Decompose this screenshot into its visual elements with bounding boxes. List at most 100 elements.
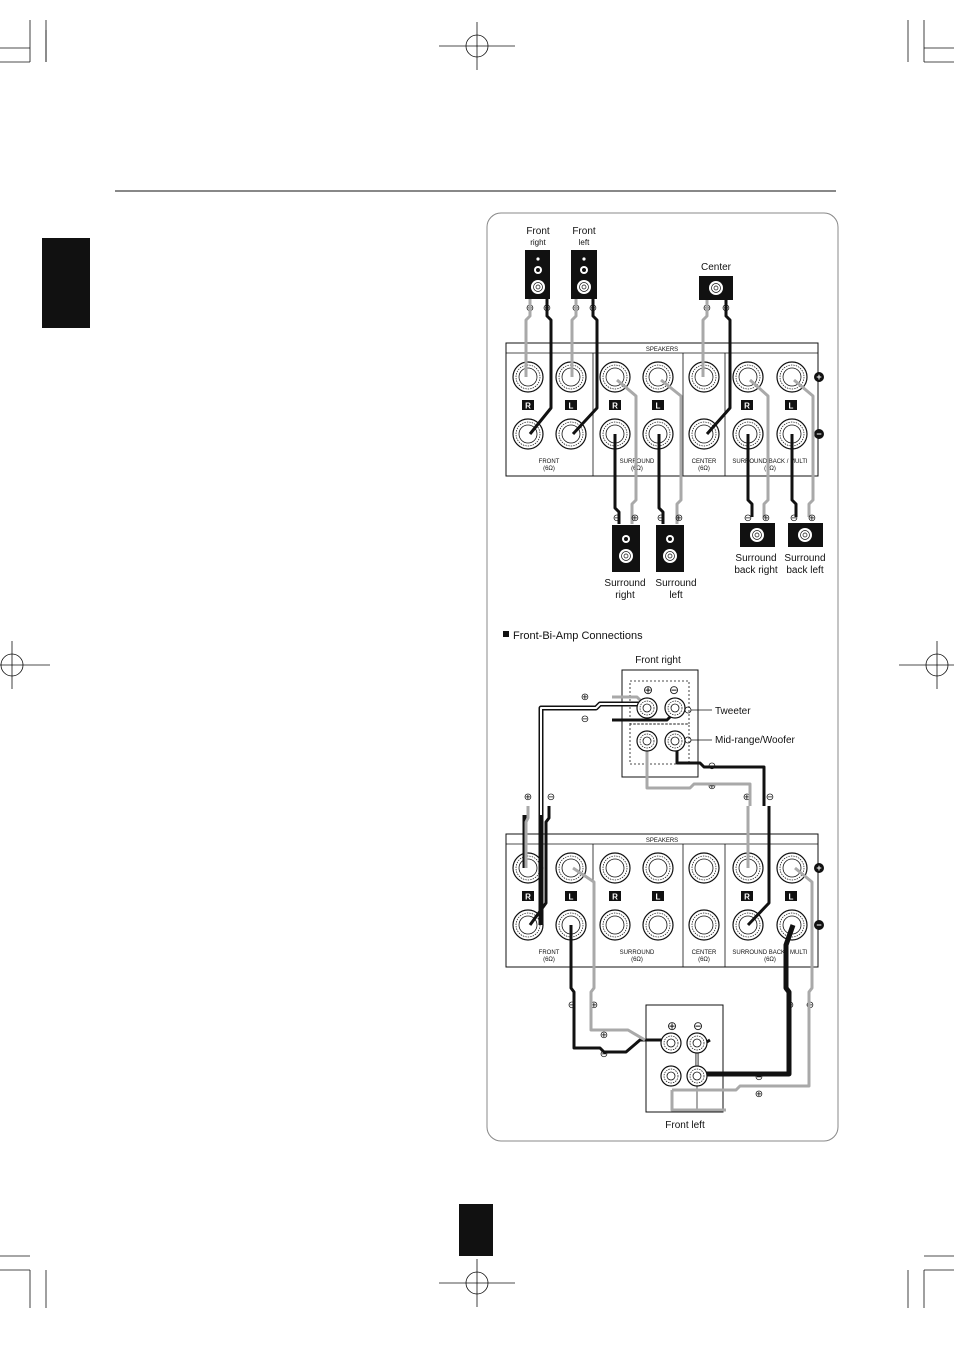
registration-mark-icon <box>899 641 954 689</box>
label-surround-back-ohm: (6Ω) <box>764 957 776 963</box>
plus-sign: ⊕ <box>524 792 532 803</box>
negative-polarity-icon: − <box>816 920 821 930</box>
label-front-ohm: (6Ω) <box>543 957 555 963</box>
binding-post-icon <box>686 1065 708 1087</box>
channel-badges: R L R L R L <box>522 891 797 902</box>
label-surround-back-ohm: (6Ω) <box>764 466 776 472</box>
plus-sign: ⊕ <box>667 1019 677 1033</box>
binding-post-icon <box>512 361 544 393</box>
label-surround: SURROUND <box>620 950 655 956</box>
speaker-surround-left: ⊖ ⊕ Surround left <box>655 513 696 601</box>
biamp-front-left-label: Front left <box>665 1120 705 1131</box>
plus-sign: ⊕ <box>581 692 589 703</box>
label-center: CENTER <box>692 950 717 956</box>
panel-title: SPEAKERS <box>646 838 678 844</box>
surround-back-right-sublabel: back right <box>734 565 778 576</box>
badge-r: R <box>525 402 531 411</box>
bi-amp-heading: Front-Bi-Amp Connections <box>513 630 643 642</box>
badge-l: L <box>656 402 661 411</box>
plus-sign: ⊕ <box>675 513 683 524</box>
plus-sign: ⊕ <box>762 513 770 524</box>
badge-r: R <box>525 893 531 902</box>
biamp-speaker-terminals <box>636 697 708 1087</box>
binding-post-icon <box>688 418 720 450</box>
minus-sign: ⊖ <box>600 1049 608 1060</box>
minus-sign: ⊖ <box>755 1072 763 1083</box>
center-label: Center <box>701 262 732 273</box>
speaker-terminal-panel-biamp: SPEAKERS R L R L R L FRONT (6Ω) SURROUND… <box>505 833 824 968</box>
front-right-label: Front <box>526 226 550 237</box>
badge-l: L <box>569 893 574 902</box>
front-right-sublabel: right <box>530 238 546 247</box>
badge-r: R <box>612 402 618 411</box>
badge-l: L <box>789 402 794 411</box>
badge-r: R <box>612 893 618 902</box>
binding-post-icon <box>636 697 658 719</box>
label-front-ohm: (6Ω) <box>543 466 555 472</box>
badge-r: R <box>744 402 750 411</box>
plus-sign: ⊕ <box>755 1089 763 1100</box>
diagram-frame <box>486 212 839 1142</box>
minus-sign: ⊖ <box>568 1000 576 1011</box>
minus-sign: ⊖ <box>744 513 752 524</box>
page-number-block <box>459 1204 493 1256</box>
binding-post-icon <box>599 909 631 941</box>
speaker-surround-back-left: ⊖ ⊕ Surround back left <box>784 513 825 576</box>
label-surround-back-multi: SURROUND BACK / MULTI <box>732 950 808 956</box>
surround-right-label: Surround <box>604 578 645 589</box>
minus-sign: ⊖ <box>790 513 798 524</box>
registration-mark-icon <box>0 641 50 689</box>
badge-l: L <box>569 402 574 411</box>
speaker-terminal-panel: SPEAKERS R L R L R L FRONT (6Ω) SURROUND… <box>505 342 824 477</box>
bi-amp-diagram: Front-Bi-Amp Connections Front right ⊕ ⊖… <box>503 630 824 1131</box>
biamp-wires <box>522 695 814 1112</box>
label-surround-ohm: (6Ω) <box>631 957 643 963</box>
surround-back-left-label: Surround <box>784 553 825 564</box>
registration-mark-icon <box>439 1259 515 1307</box>
front-left-label: Front <box>572 226 596 237</box>
channel-badges: R L R L R L <box>522 400 797 411</box>
speaker-center: Center ⊕ ⊖ <box>699 262 733 314</box>
binding-post-icon <box>512 852 544 884</box>
binding-post-icon <box>688 852 720 884</box>
binding-post-icon <box>599 852 631 884</box>
plus-sign: ⊕ <box>590 1000 598 1011</box>
side-tab <box>42 238 90 328</box>
biamp-speaker-front-left: ⊕ ⊖ Front left <box>645 1004 724 1131</box>
terminal-posts <box>512 361 808 450</box>
plus-sign: ⊕ <box>600 1030 608 1041</box>
speaker-surround-right: ⊖ ⊕ Surround right <box>604 513 645 601</box>
binding-post-icon <box>642 852 674 884</box>
minus-sign: ⊖ <box>547 792 555 803</box>
label-center-ohm: (6Ω) <box>698 466 710 472</box>
tweeter-label: Tweeter <box>715 706 751 717</box>
binding-post-icon <box>776 852 808 884</box>
plus-sign: ⊕ <box>631 513 639 524</box>
minus-sign: ⊖ <box>693 1019 703 1033</box>
binding-post-icon <box>664 697 686 719</box>
surround-left-sublabel: left <box>669 590 683 601</box>
surround-right-sublabel: right <box>615 590 635 601</box>
label-surround-back-multi: SURROUND BACK / MULTI <box>732 459 808 465</box>
surround-back-right-label: Surround <box>735 553 776 564</box>
positive-polarity-icon: + <box>816 863 821 873</box>
positive-polarity-icon: + <box>816 372 821 382</box>
negative-polarity-icon: − <box>816 429 821 439</box>
badge-r: R <box>744 893 750 902</box>
surround-left-label: Surround <box>655 578 696 589</box>
speaker-surround-back-right: ⊖ ⊕ Surround back right <box>734 513 778 576</box>
registration-mark-icon <box>439 22 515 70</box>
surround-back-left-sublabel: back left <box>786 565 823 576</box>
minus-sign: ⊖ <box>581 714 589 725</box>
minus-sign: ⊖ <box>613 513 621 524</box>
minus-sign: ⊖ <box>669 683 679 697</box>
minus-sign: ⊖ <box>766 792 774 803</box>
label-front: FRONT <box>539 950 560 956</box>
main-connection-diagram: Front right ⊕ ⊖ Front left ⊕ ⊖ Center ⊕ <box>505 226 826 601</box>
biamp-speaker-front-right: Front right ⊕ ⊖ Tweeter Mid-range/Woofer <box>621 655 796 778</box>
binding-post-icon <box>636 730 658 752</box>
binding-post-icon <box>664 730 686 752</box>
label-center: CENTER <box>692 459 717 465</box>
badge-l: L <box>789 893 794 902</box>
